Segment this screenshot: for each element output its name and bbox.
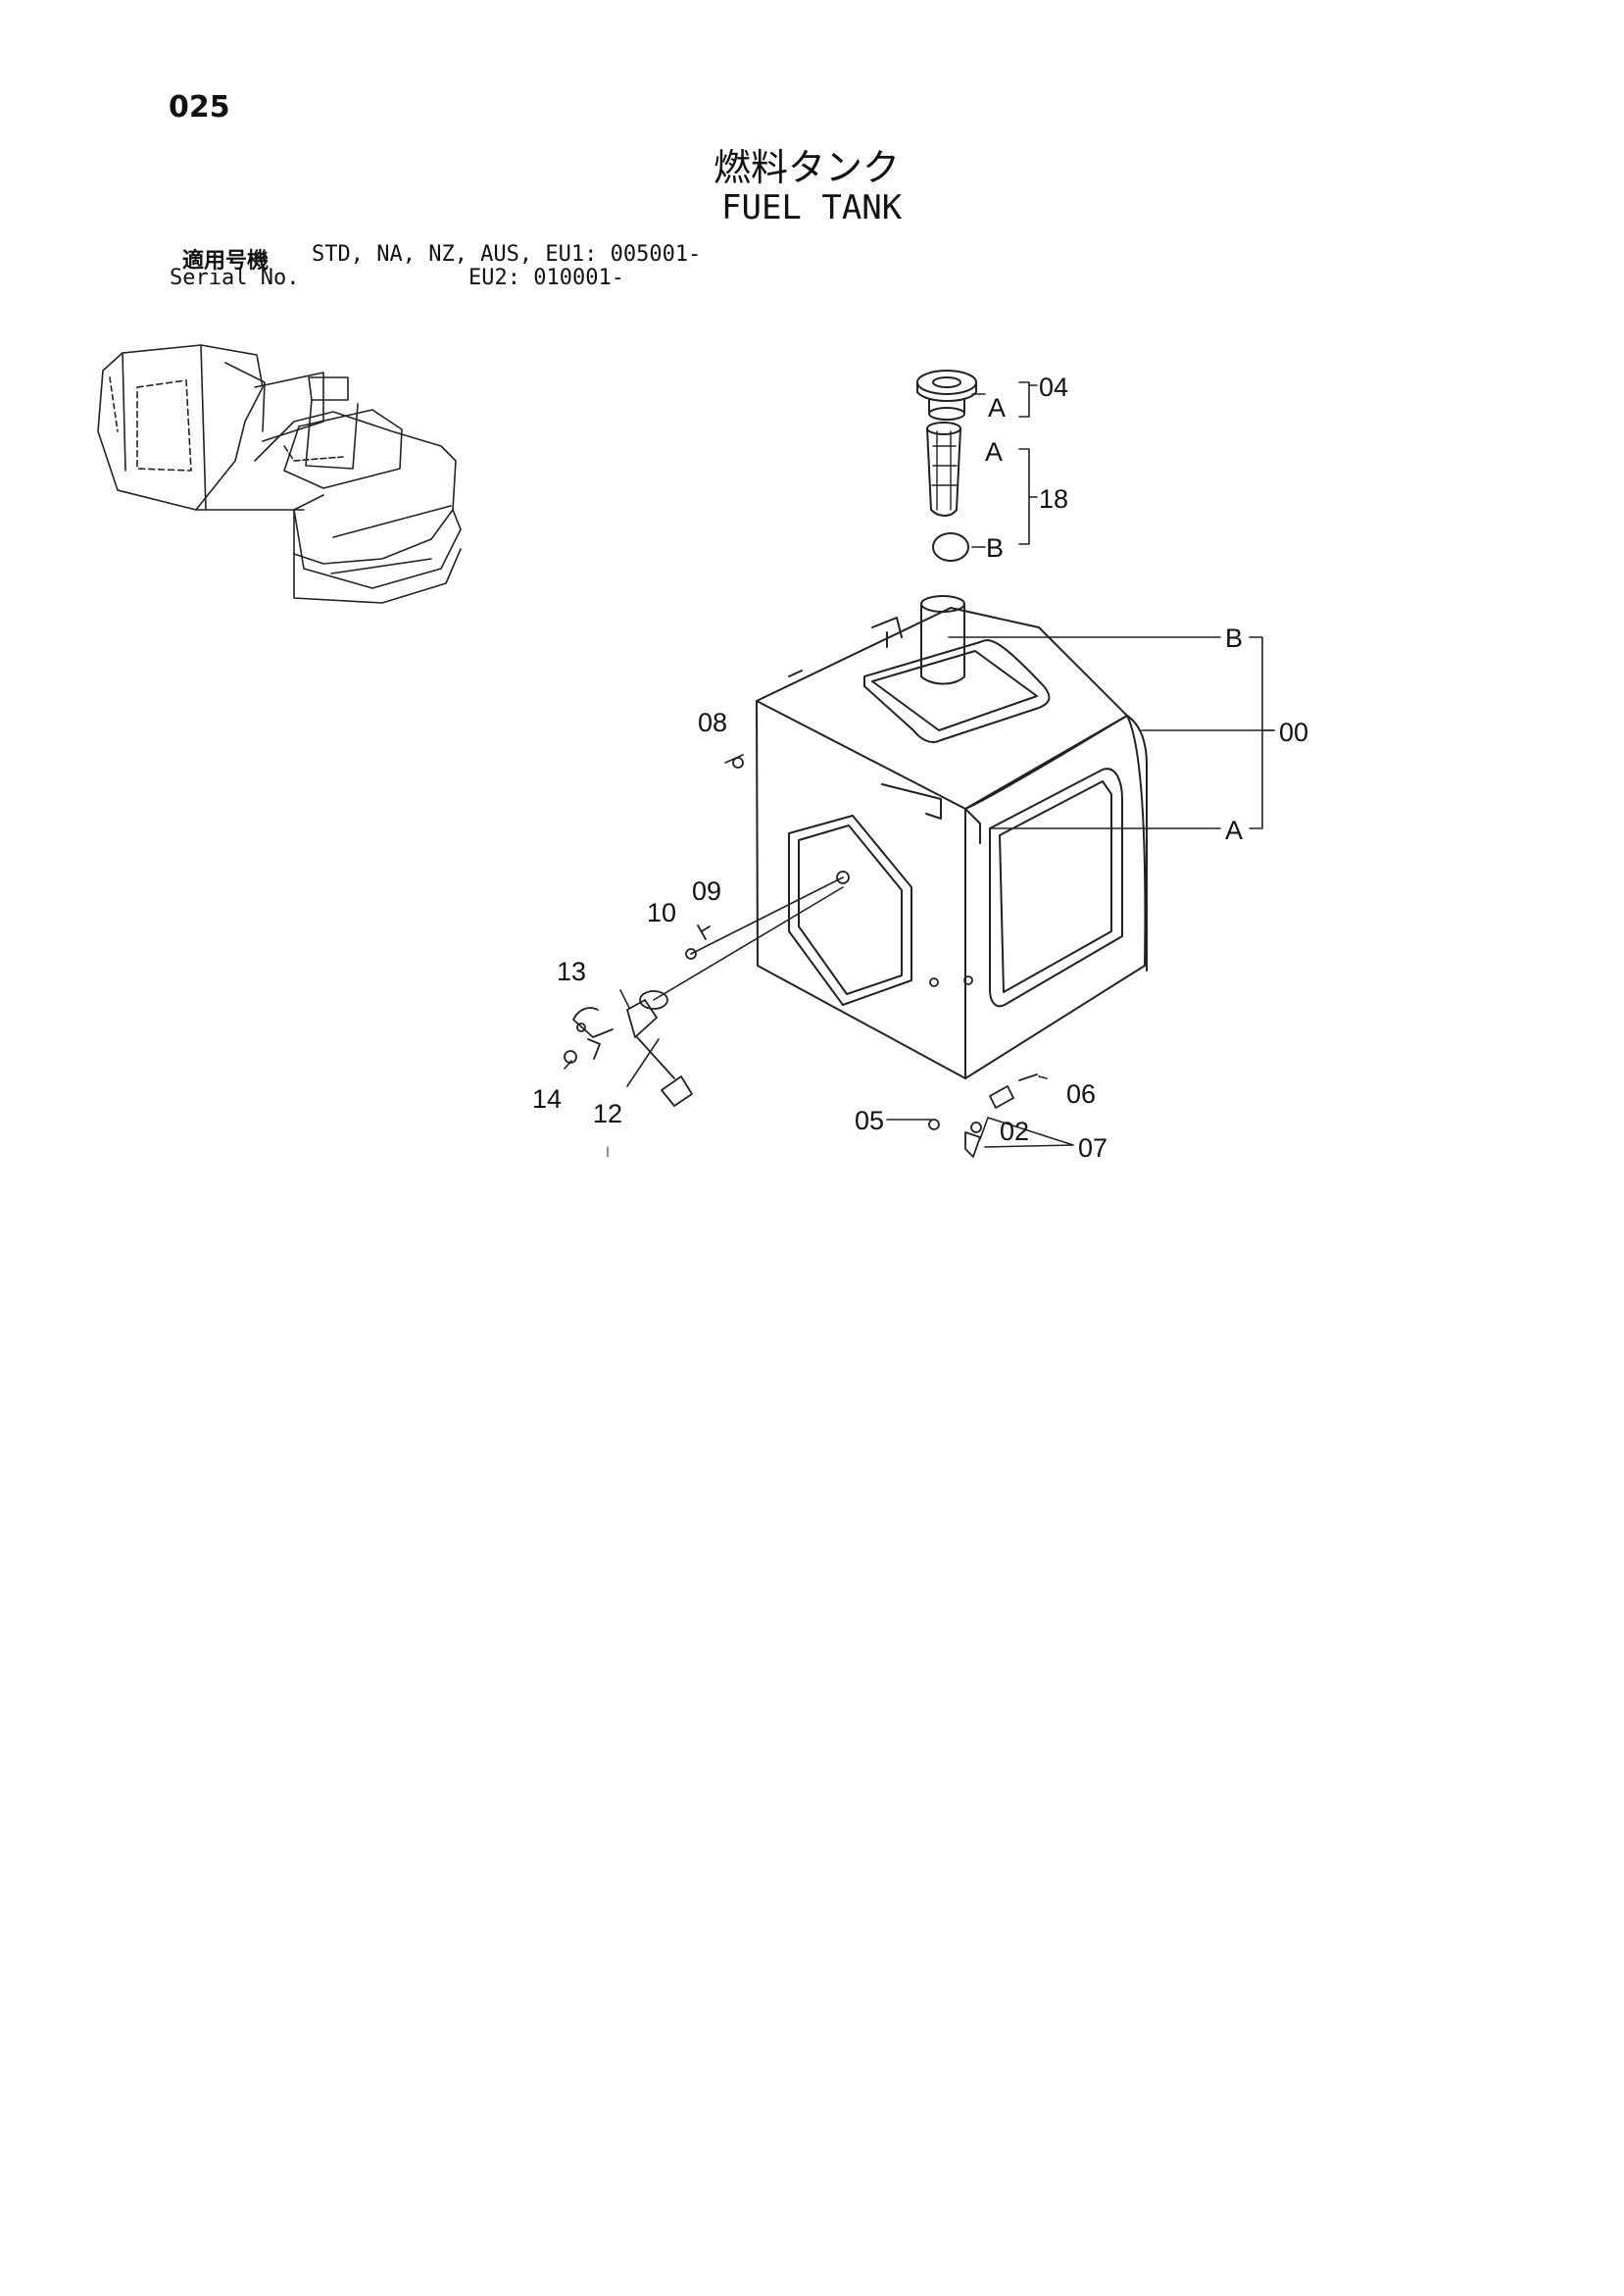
title-english: FUEL TANK — [721, 188, 903, 227]
callout-14: 14 — [532, 1084, 562, 1114]
leader-lines — [564, 381, 1275, 1158]
callout-02: 02 — [1000, 1117, 1029, 1146]
title-japanese: 燃料タンク — [714, 146, 901, 189]
hardware-small-parts — [685, 757, 1038, 1158]
filler-neck — [920, 595, 965, 685]
callout-b-2: B — [1225, 624, 1243, 653]
callout-09: 09 — [692, 876, 721, 906]
callout-04: 04 — [1039, 373, 1068, 402]
callout-b-1: B — [986, 533, 1004, 563]
callout-a-1: A — [988, 393, 1006, 423]
callout-07: 07 — [1078, 1133, 1107, 1163]
callout-18: 18 — [1039, 484, 1068, 514]
excavator-thumbnail — [97, 344, 462, 604]
serial-label-english: Serial No. — [170, 266, 300, 290]
strainer — [926, 422, 969, 562]
callout-13: 13 — [557, 957, 586, 986]
callout-labels: 04 A A 18 B B 00 A 08 09 10 13 14 12 05 … — [532, 373, 1308, 1163]
fuel-sender-parts — [564, 990, 693, 1107]
callout-00: 00 — [1279, 718, 1308, 747]
callout-12: 12 — [593, 1099, 622, 1128]
serial-range-line-1: STD, NA, NZ, AUS, EU1: 005001- — [312, 242, 702, 267]
serial-range-line-2: EU2: 010001- — [468, 266, 624, 290]
callout-06: 06 — [1066, 1079, 1096, 1109]
serial-label-japanese: 適用号機 — [182, 249, 270, 274]
callout-a-3: A — [1225, 816, 1243, 845]
callout-05: 05 — [855, 1106, 884, 1135]
filler-cap — [916, 370, 977, 421]
callout-08: 08 — [698, 708, 727, 737]
callout-a-2: A — [985, 437, 1003, 467]
callout-10: 10 — [647, 898, 676, 927]
page-number: 025 — [169, 90, 230, 125]
fuel-tank-body — [756, 607, 1148, 1079]
